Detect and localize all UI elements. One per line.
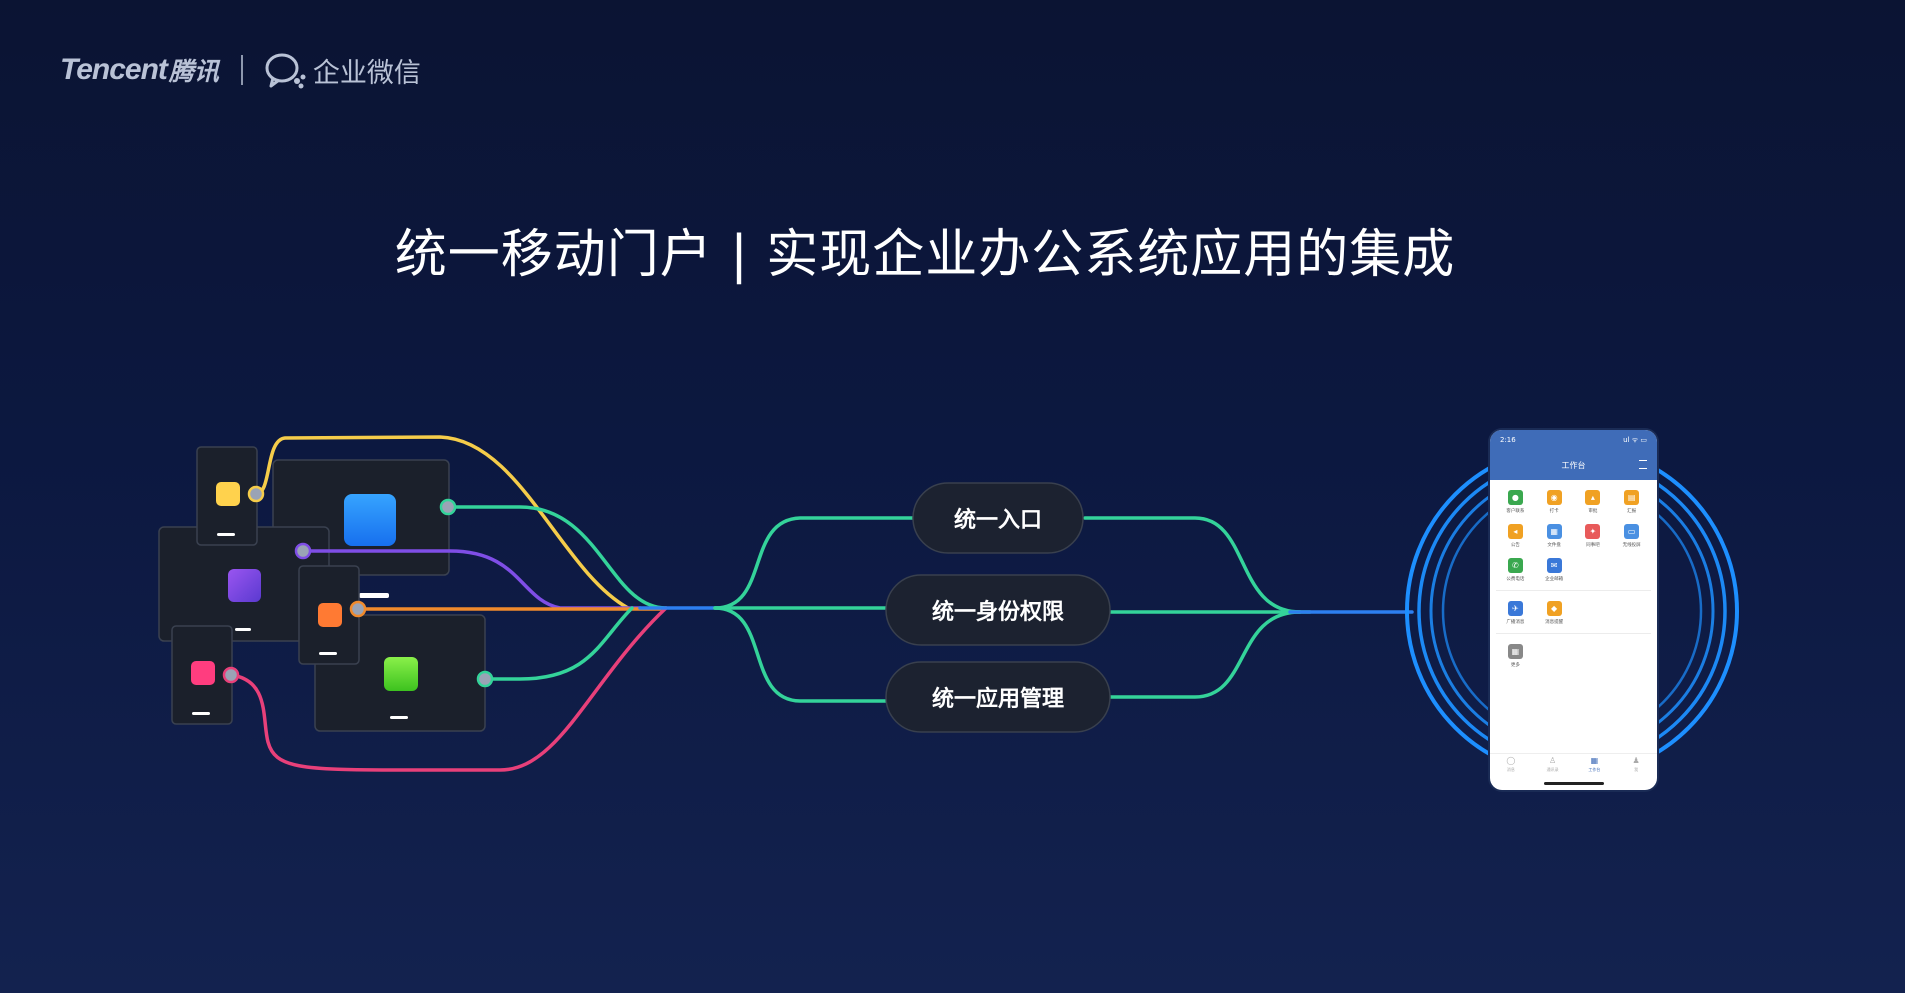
report-icon: ▤ — [1624, 490, 1640, 505]
app-approval[interactable]: ▴审批 — [1574, 490, 1613, 514]
device-connectors — [229, 435, 668, 772]
chat-icon: ● — [1507, 490, 1523, 505]
home-bar — [235, 628, 251, 631]
app-tile-purple — [228, 569, 261, 602]
phone-tab-bar: ◯消息 ♙通讯录 ▦工作台 ♟我 — [1490, 753, 1657, 776]
app-reminder[interactable]: ◆消息提醒 — [1535, 601, 1574, 625]
home-bar — [390, 716, 408, 719]
hub-label-identity: 统一身份权限 — [932, 599, 1064, 625]
tab-contacts[interactable]: ♙通讯录 — [1546, 756, 1559, 773]
divider — [1496, 633, 1651, 634]
status-indicators: ul ᯤ ▭ — [1623, 435, 1647, 444]
brand-bar: Tencent 腾讯 企业微信 — [60, 48, 421, 92]
device-phone-yellow — [196, 446, 258, 546]
phone-status-bar: 2:16 ul ᯤ ▭ — [1490, 430, 1657, 450]
divider — [1496, 590, 1651, 591]
node-green — [476, 670, 494, 688]
device-phone-orange — [298, 565, 360, 665]
profile-icon: ♟ — [1632, 756, 1640, 765]
hub-pill-identity: 统一身份权限 — [885, 574, 1111, 646]
wecom-logo-icon — [265, 53, 306, 89]
branch-bottom-left — [713, 606, 890, 703]
line-yellow — [254, 435, 630, 610]
tab-messages[interactable]: ◯消息 — [1506, 756, 1516, 773]
tab-me[interactable]: ♟我 — [1632, 756, 1640, 773]
app-tile-blue — [344, 494, 396, 546]
app-broadcast[interactable]: ✈广播消息 — [1496, 601, 1535, 625]
message-icon: ◯ — [1506, 756, 1516, 765]
app-enterprise-mail[interactable]: ✉企业邮箱 — [1535, 558, 1574, 582]
mail-icon: ✉ — [1546, 558, 1562, 573]
phone-header-title: 工作台 — [1561, 460, 1586, 470]
line-green-bottom — [483, 606, 634, 681]
app-customer-contact[interactable]: ●客户联系 — [1496, 490, 1535, 514]
app-grid-more: ▦更多 — [1490, 634, 1657, 676]
bell-icon: ◆ — [1546, 601, 1562, 616]
status-time: 2:16 — [1500, 436, 1516, 444]
wecom-logo-text: 企业微信 — [312, 57, 421, 89]
home-bar — [359, 593, 389, 598]
phone-header: 工作台 — [1490, 450, 1657, 480]
device-tablet-purple — [158, 526, 330, 642]
line-green-top — [446, 505, 668, 610]
home-bar — [319, 652, 337, 655]
slide-title: 统一移动门户 | 实现企业办公系统应用的集成 — [394, 225, 1456, 285]
app-announcement[interactable]: ◂公告 — [1496, 524, 1535, 548]
hub-label-app-management: 统一应用管理 — [932, 686, 1064, 712]
grid-icon: ▦ — [1507, 644, 1523, 659]
node-pink — [222, 666, 240, 684]
home-indicator — [1544, 782, 1604, 785]
stamp-icon: ▴ — [1585, 490, 1601, 505]
tab-workbench[interactable]: ▦工作台 — [1588, 756, 1601, 773]
tencent-logo-cn: 腾讯 — [168, 57, 219, 86]
file-icon: ▦ — [1546, 524, 1562, 539]
app-tile-green — [384, 657, 418, 691]
app-business-call[interactable]: ✆公费电话 — [1496, 558, 1535, 582]
app-grid-custom: ✈广播消息 ◆消息提醒 — [1490, 591, 1657, 633]
home-bar — [192, 712, 210, 715]
app-wireless-projection[interactable]: ▭无线投屏 — [1612, 524, 1651, 548]
app-more[interactable]: ▦更多 — [1496, 644, 1535, 668]
hub-connectors — [638, 516, 1414, 703]
branch-top-right — [1083, 516, 1302, 614]
brand-divider — [240, 55, 243, 85]
node-blue — [439, 498, 457, 516]
app-check-in[interactable]: ◉打卡 — [1535, 490, 1574, 514]
branch-bottom-right — [1108, 610, 1302, 699]
location-icon: ◉ — [1546, 490, 1562, 505]
megaphone-icon: ◂ — [1507, 524, 1523, 539]
menu-icon[interactable] — [1639, 460, 1647, 469]
phone-icon: ✆ — [1507, 558, 1523, 573]
node-purple — [294, 542, 312, 560]
node-yellow — [247, 485, 265, 503]
send-icon: ✈ — [1507, 601, 1523, 616]
app-tile-yellow — [216, 482, 240, 506]
app-grid: ●客户联系 ◉打卡 ▴审批 ▤汇报 ◂公告 ▦文件盘 ✦同事吧 ▭无线投屏 ✆公… — [1490, 480, 1657, 590]
app-file-drive[interactable]: ▦文件盘 — [1535, 524, 1574, 548]
app-colleague-circle[interactable]: ✦同事吧 — [1574, 524, 1613, 548]
hub-pill-entry: 统一入口 — [912, 482, 1084, 554]
workbench-icon: ▦ — [1590, 756, 1599, 765]
circle-icon: ✦ — [1585, 524, 1601, 539]
node-orange — [349, 600, 367, 618]
branch-top-left — [713, 516, 917, 610]
screen-icon: ▭ — [1624, 524, 1640, 539]
line-purple — [301, 549, 642, 610]
home-bar — [217, 533, 235, 536]
app-tile-orange — [318, 603, 342, 627]
hub-label-entry: 统一入口 — [954, 507, 1042, 533]
hub-pill-app-management: 统一应用管理 — [885, 661, 1111, 733]
contacts-icon: ♙ — [1549, 756, 1557, 765]
tencent-logo-text: Tencent — [60, 53, 168, 86]
connector-nodes — [222, 485, 494, 688]
line-pink — [229, 606, 668, 772]
app-report[interactable]: ▤汇报 — [1612, 490, 1651, 514]
app-tile-pink — [191, 661, 215, 685]
phone-mockup: 2:16 ul ᯤ ▭ 工作台 ●客户联系 ◉打卡 ▴审批 ▤汇报 ◂公告 ▦文… — [1490, 430, 1657, 790]
